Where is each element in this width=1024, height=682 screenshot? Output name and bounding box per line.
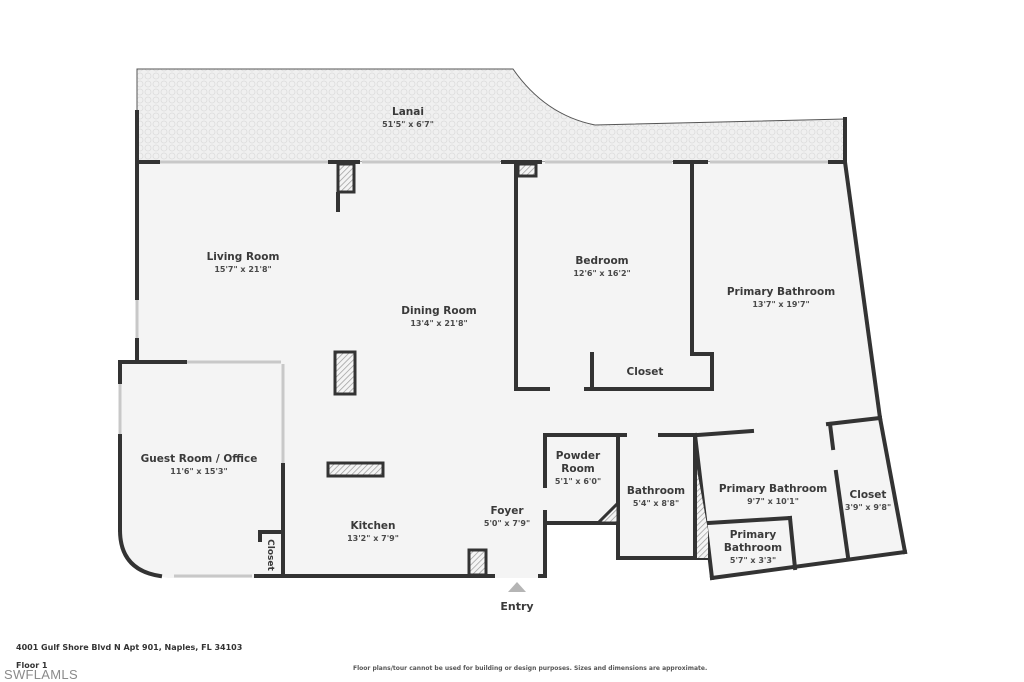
room-kitchen: Kitchen 13'2" x 7'9": [347, 520, 399, 543]
disclaimer-text: Floor plans/tour cannot be used for buil…: [353, 665, 708, 672]
room-lanai: Lanai 51'5" x 6'7": [382, 106, 434, 129]
entry-arrow-icon: [508, 582, 526, 592]
room-bathroom: Bathroom 5'4" x 8'8": [626, 485, 686, 508]
room-guest-room-office: Guest Room / Office 11'6" x 15'3": [140, 453, 258, 476]
property-address: 4001 Gulf Shore Blvd N Apt 901, Naples, …: [16, 643, 243, 652]
room-bedroom: Bedroom 12'6" x 16'2": [573, 255, 631, 278]
floor-label: Floor 1: [16, 661, 48, 670]
room-living-room: Living Room 15'7" x 21'8": [206, 251, 280, 274]
room-foyer: Foyer 5'0" x 7'9": [483, 505, 531, 528]
room-dining-room: Dining Room 13'4" x 21'8": [401, 305, 477, 328]
room-primary-bathroom-3: Primary Bathroom 5'7" x 3'3": [723, 529, 783, 565]
room-primary-bathroom-2: Primary Bathroom 9'7" x 10'1": [718, 483, 828, 506]
lanai-area: [136, 68, 846, 163]
room-guest-closet: Closet: [265, 539, 275, 571]
room-bedroom-closet: Closet: [626, 366, 664, 378]
room-primary-closet: Closet 3'9" x 9'8": [844, 489, 892, 512]
mls-watermark: SWFLAMLS: [4, 667, 78, 682]
room-powder-room: Powder Room 5'1" x 6'0": [554, 450, 602, 486]
entry-label: Entry: [500, 600, 534, 613]
room-primary-bathroom: Primary Bathroom 13'7" x 19'7": [726, 286, 836, 309]
interior-floor: [120, 162, 905, 578]
